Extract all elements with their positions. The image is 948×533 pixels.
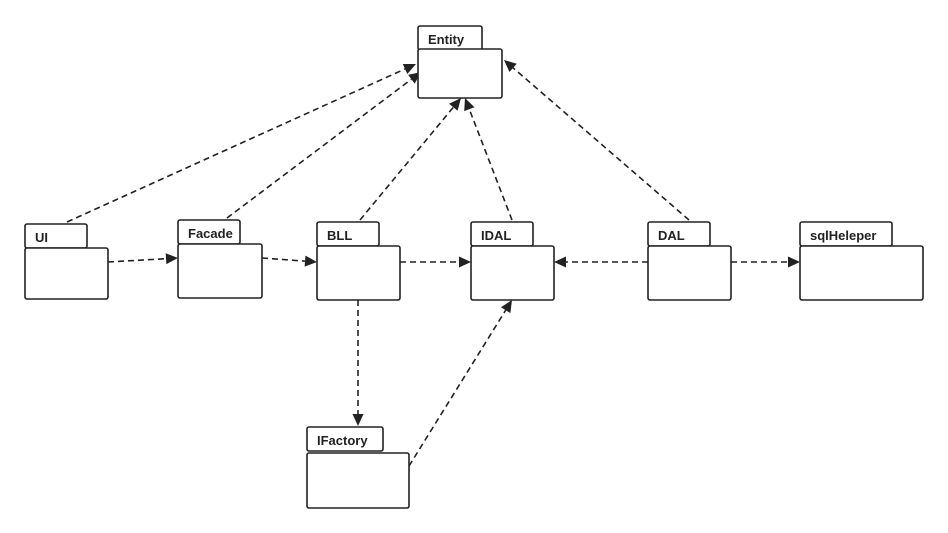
dependency-bll-to-entity xyxy=(359,98,461,221)
dependency-line xyxy=(408,309,507,467)
package-body xyxy=(177,243,263,299)
package-bll: BLL xyxy=(316,221,401,301)
dependency-ui-to-entity xyxy=(66,63,416,223)
arrowhead-icon xyxy=(464,98,475,112)
dependency-dal-to-entity xyxy=(504,60,690,221)
package-entity: Entity xyxy=(417,25,503,99)
dependency-facade-to-bll xyxy=(261,255,317,267)
package-label: DAL xyxy=(658,228,685,243)
dependency-bll-to-idal xyxy=(400,256,471,268)
dependency-facade-to-entity xyxy=(226,72,421,219)
dependency-line xyxy=(261,257,306,262)
dependency-line xyxy=(468,108,513,221)
dependency-idal-to-entity xyxy=(464,98,513,221)
package-body xyxy=(799,245,924,301)
arrowhead-icon xyxy=(165,253,178,265)
arrowhead-icon xyxy=(449,98,461,111)
dependency-line xyxy=(66,68,406,223)
package-tab xyxy=(306,426,384,452)
dependency-edges xyxy=(66,60,800,467)
arrowhead-icon xyxy=(402,63,416,74)
package-body xyxy=(316,245,401,301)
package-body xyxy=(470,245,555,301)
arrowhead-icon xyxy=(554,256,566,268)
dependency-line xyxy=(512,67,690,221)
package-label: Facade xyxy=(188,226,233,241)
dependency-line xyxy=(107,257,167,263)
dependency-line xyxy=(226,78,412,219)
package-body xyxy=(24,247,109,300)
package-facade: Facade xyxy=(177,219,263,299)
package-dal: DAL xyxy=(647,221,732,301)
package-label: IFactory xyxy=(317,433,368,448)
arrowhead-icon xyxy=(304,255,317,267)
package-body xyxy=(417,48,503,99)
package-body xyxy=(647,245,732,301)
dependency-line xyxy=(359,106,454,221)
arrowhead-icon xyxy=(504,60,517,73)
dependency-ifactory-to-idal xyxy=(408,300,512,467)
dependency-dal-to-idal xyxy=(554,256,648,268)
package-ifactory: IFactory xyxy=(306,426,410,509)
arrowhead-icon xyxy=(500,300,512,314)
package-idal: IDAL xyxy=(470,221,555,301)
package-label: UI xyxy=(35,230,48,245)
package-body xyxy=(306,452,410,509)
dependency-ui-to-facade xyxy=(107,253,178,265)
arrowhead-icon xyxy=(459,256,471,268)
arrowhead-icon xyxy=(352,414,364,426)
arrowhead-icon xyxy=(788,256,800,268)
dependency-bll-to-ifactory xyxy=(352,300,364,426)
package-sqlheleper: sqlHeleper xyxy=(799,221,924,301)
package-label: IDAL xyxy=(481,228,511,243)
package-label: Entity xyxy=(428,32,465,47)
package-label: sqlHeleper xyxy=(810,228,876,243)
package-ui: UI xyxy=(24,223,109,300)
dependency-dal-to-sqlheleper xyxy=(731,256,800,268)
package-label: BLL xyxy=(327,228,352,243)
